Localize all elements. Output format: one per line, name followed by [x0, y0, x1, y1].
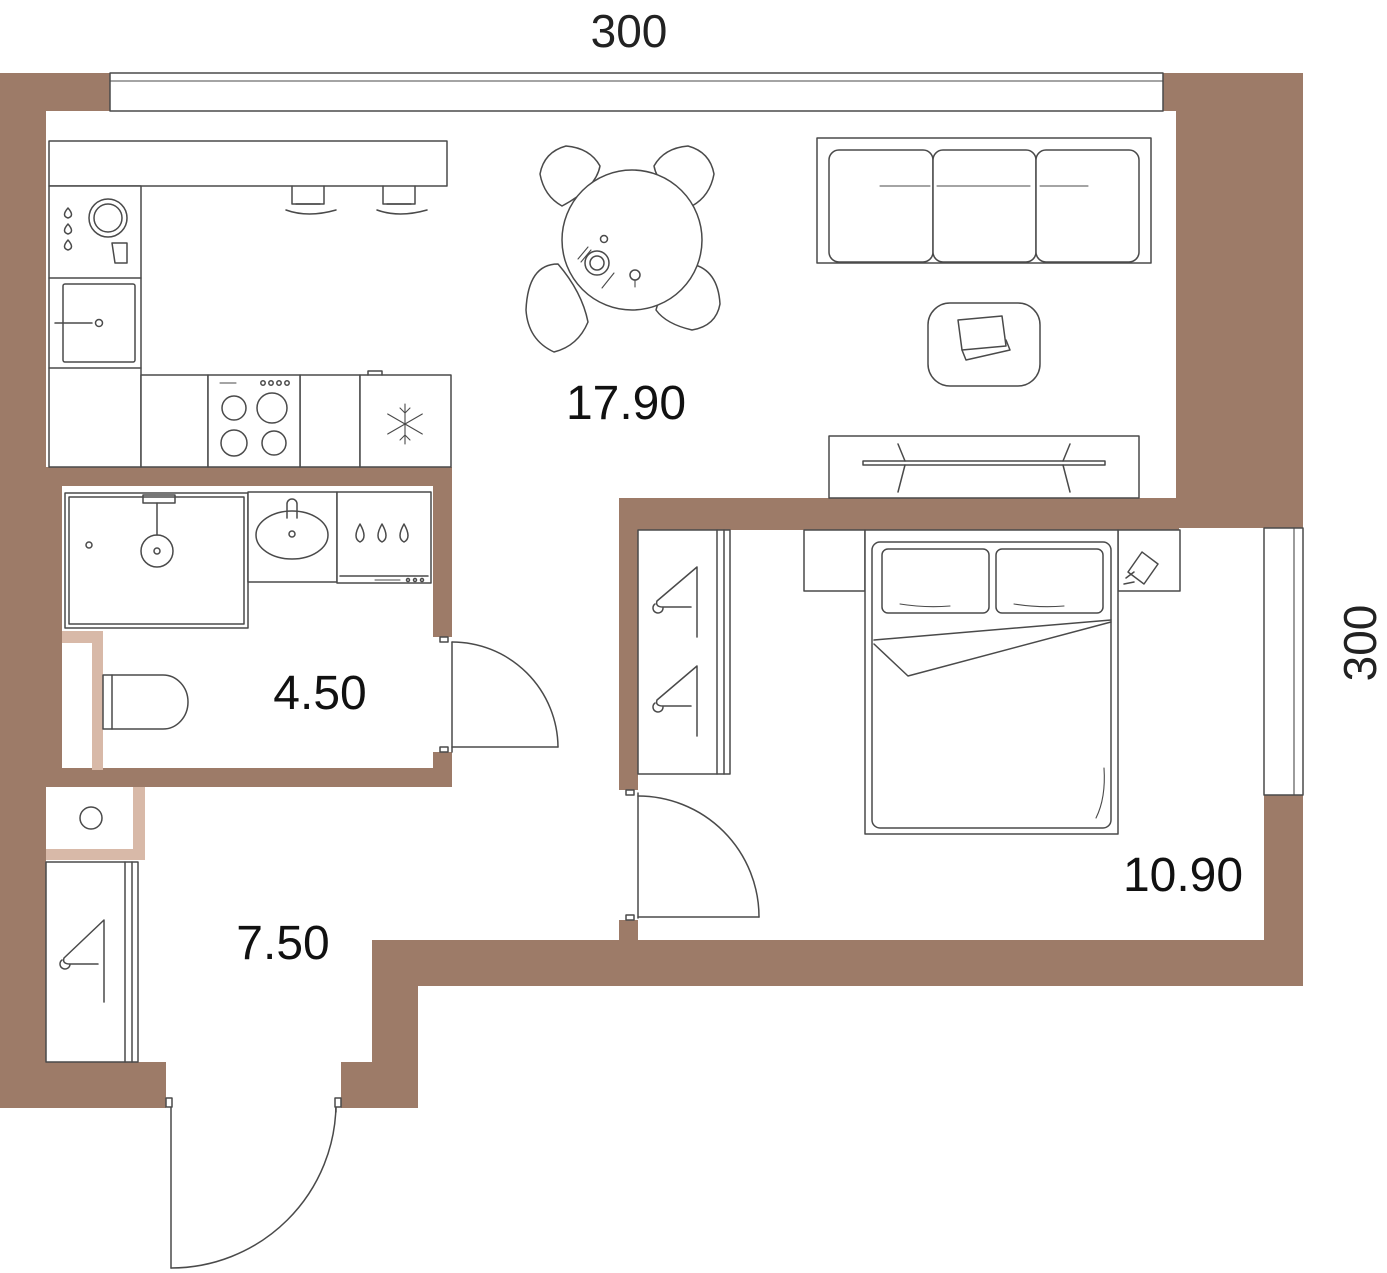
tv-stand	[828, 435, 1140, 499]
bathroom-door[interactable]	[439, 636, 559, 753]
wall-bath-top	[46, 467, 452, 486]
nightstand	[803, 529, 866, 592]
bed	[803, 529, 1181, 835]
hanger-icon	[59, 919, 105, 1003]
wall-bedroom-left-stub	[619, 920, 638, 942]
coffee-machine	[88, 198, 128, 238]
area-bedroom: 10.90	[1123, 849, 1243, 902]
wall-bath-right-upper	[433, 467, 452, 637]
shaft-partition	[46, 787, 145, 860]
area-hallway: 7.50	[236, 917, 329, 970]
dimension-right: 300	[1334, 605, 1386, 682]
stove-icon	[207, 374, 301, 468]
chair	[539, 145, 601, 207]
hall-wardrobe	[45, 861, 139, 1063]
hanger-icon	[652, 665, 698, 737]
round-table	[561, 169, 703, 311]
bar-stool	[285, 185, 337, 215]
wall-bedroom-left-upper	[619, 498, 638, 790]
partitions	[46, 631, 145, 860]
coffee-table	[927, 302, 1041, 387]
snowflake-icon	[387, 403, 423, 445]
wall-bath-bottom	[46, 768, 452, 787]
window-top	[109, 72, 1164, 112]
hanger-icon	[652, 566, 698, 638]
area-kitchen-living: 17.90	[566, 377, 686, 430]
sofa	[816, 137, 1152, 264]
wall-bedroom-top	[619, 498, 1179, 530]
wall-bottom-mid	[341, 1062, 418, 1108]
chair	[525, 263, 589, 353]
water-drops-icon	[63, 207, 73, 251]
wall-right-upper	[1176, 73, 1303, 528]
wall-bath-left	[46, 467, 62, 787]
window-right	[1263, 527, 1304, 796]
wall-bottom-right	[372, 940, 1303, 986]
bar-stool	[376, 185, 428, 215]
kitchen	[48, 140, 452, 468]
toilet	[102, 674, 189, 730]
area-bathroom: 4.50	[273, 667, 366, 720]
wall-bottom-left	[46, 1062, 166, 1108]
nightstand	[1117, 529, 1181, 592]
sink-icon	[54, 283, 136, 363]
water-drops-icon	[355, 523, 409, 543]
walls	[0, 73, 1303, 1108]
bathroom-fixtures	[64, 491, 432, 730]
dimension-top: 300	[591, 5, 668, 57]
bar-counter	[48, 140, 448, 187]
dining-set	[525, 145, 721, 353]
washing-machine	[336, 491, 432, 584]
toilet-partition	[62, 631, 103, 770]
entrance-door[interactable]	[165, 1097, 342, 1269]
bedroom-wardrobe	[637, 529, 731, 775]
fridge	[359, 370, 452, 468]
bedroom-door[interactable]	[625, 789, 760, 921]
wall-left	[0, 73, 46, 1108]
ventilation-shaft	[79, 806, 103, 830]
